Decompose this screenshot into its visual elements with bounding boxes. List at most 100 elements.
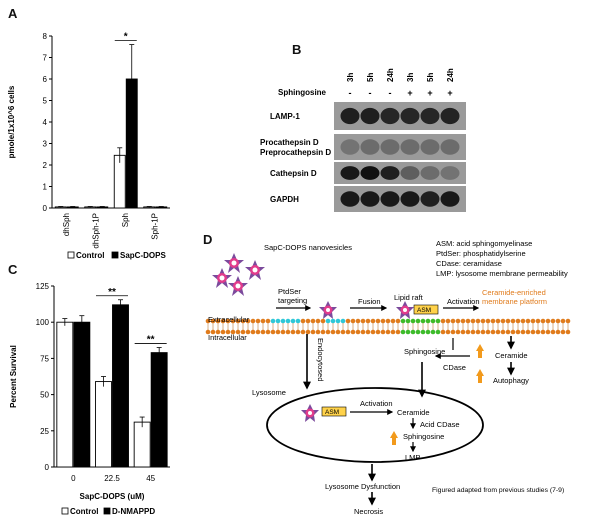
sphingosine-label-top: Sphingosine — [404, 347, 445, 356]
lipid-head — [390, 318, 396, 324]
y-tick-label: 50 — [40, 391, 49, 400]
lipid-head — [525, 329, 531, 335]
lipid-head — [245, 329, 251, 335]
panel-letter-c: C — [8, 262, 18, 277]
extracellular-label: Extracellular — [208, 315, 250, 324]
lipid-head — [205, 318, 211, 324]
lipid-head — [430, 329, 436, 335]
lipid-head — [375, 329, 381, 335]
y-tick-label: 8 — [43, 32, 48, 41]
lipid-head — [565, 329, 571, 335]
lipid-head — [510, 318, 516, 324]
lipid-head — [460, 329, 466, 335]
lipid-head — [490, 318, 496, 324]
nanovesicle-icon — [228, 276, 248, 296]
lysosome-label: Lysosome — [252, 388, 286, 397]
y-tick-label: 125 — [36, 282, 50, 291]
legend-swatch-treated — [111, 251, 119, 259]
blot-row-label: Procathepsin D — [260, 138, 319, 147]
y-tick-label: 6 — [43, 75, 48, 84]
nanovesicle-icon — [212, 268, 232, 288]
necrosis-label: Necrosis — [354, 507, 383, 516]
lane-sph-label: - — [389, 88, 392, 98]
panel-letter-d: D — [203, 232, 213, 247]
lipid-head — [215, 318, 221, 324]
lipid-head — [480, 329, 486, 335]
lipid-head — [435, 318, 441, 324]
lipid-head — [540, 329, 546, 335]
blot-band — [440, 191, 460, 207]
western-blot: Sphingosine3h-5h-24h-3h+5h+24h+LAMP-1Pro… — [260, 68, 466, 212]
legend-line: CDase: ceramidase — [436, 259, 502, 268]
lipid-head — [410, 329, 416, 335]
lane-time-label: 24h — [386, 68, 395, 82]
lipid-head — [285, 318, 291, 324]
lipid-head — [320, 329, 326, 335]
lipid-head — [535, 318, 541, 324]
lipid-head — [450, 329, 456, 335]
intracellular-label: Intracellular — [208, 333, 247, 342]
lipid-head — [520, 329, 526, 335]
lipid-head — [290, 329, 296, 335]
lipid-head — [240, 329, 246, 335]
lipid-raft-label: Lipid raft — [394, 293, 424, 302]
abbreviation-legend: ASM: acid sphingomyelinase PtdSer: phosp… — [436, 239, 568, 278]
lipid-head — [410, 318, 416, 324]
lipid-head — [265, 318, 271, 324]
lipid-head — [295, 318, 301, 324]
blot-band — [360, 166, 380, 180]
lipid-head — [540, 318, 546, 324]
lipid-head — [320, 318, 326, 324]
fused-vesicle-icon — [396, 301, 414, 319]
lipid-head — [305, 318, 311, 324]
blot-band — [420, 139, 440, 155]
lipid-head — [270, 318, 276, 324]
asm-label-top: ASM — [417, 307, 431, 314]
bar-control — [113, 154, 126, 209]
x-tick-label: dhSph — [62, 213, 71, 236]
blot-band — [360, 191, 380, 207]
lipid-head — [340, 318, 346, 324]
lipid-head — [465, 329, 471, 335]
lipid-head — [295, 329, 301, 335]
lipid-head — [340, 329, 346, 335]
lipid-head — [435, 329, 441, 335]
activation-label-lysosome: Activation — [360, 399, 393, 408]
lipid-head — [500, 318, 506, 324]
lipid-head — [465, 318, 471, 324]
panel-letter-b: B — [292, 42, 302, 57]
x-tick-label: 0 — [71, 474, 76, 483]
lipid-head — [530, 318, 536, 324]
lipid-head — [275, 329, 281, 335]
lipid-head — [300, 318, 306, 324]
lipid-head — [245, 318, 251, 324]
lane-time-label: 5h — [366, 73, 375, 82]
fusion-label: Fusion — [358, 297, 381, 306]
lipid-head — [440, 318, 446, 324]
blot-band — [380, 139, 400, 155]
y-tick-label: 0 — [43, 204, 48, 213]
sphingosine-label-lysosome: Sphingosine — [403, 432, 444, 441]
lipid-head — [380, 329, 386, 335]
lipid-head — [335, 329, 341, 335]
lipid-head — [345, 329, 351, 335]
lipid-head — [335, 318, 341, 324]
lipid-head — [425, 329, 431, 335]
lipid-head — [370, 318, 376, 324]
lipid-head — [560, 329, 566, 335]
lipid-head — [325, 318, 331, 324]
lipid-head — [485, 329, 491, 335]
lipid-head — [230, 318, 236, 324]
x-tick-label: dhSph-1P — [91, 213, 100, 249]
lipid-head — [535, 329, 541, 335]
y-tick-label: 4 — [43, 118, 48, 127]
lipid-head — [220, 329, 226, 335]
lipid-head — [550, 329, 556, 335]
footnote: Figured adapted from previous studies (7… — [432, 487, 564, 494]
blot-band — [420, 191, 440, 207]
lipid-head — [460, 318, 466, 324]
lipid-head — [555, 318, 561, 324]
y-tick-label: 5 — [43, 97, 48, 106]
lipid-head — [520, 318, 526, 324]
